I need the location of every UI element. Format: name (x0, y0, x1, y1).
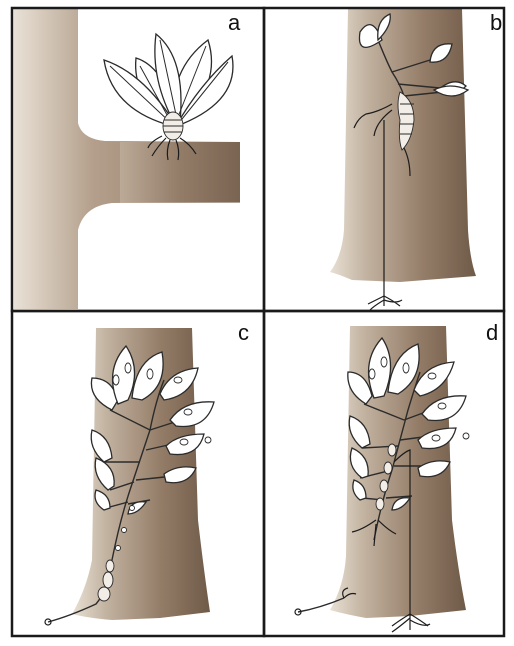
panel-label-c: c (238, 320, 249, 345)
panel-label-b: b (490, 10, 502, 35)
panel-b: b (330, 9, 502, 310)
panel-label-d: d (486, 320, 498, 345)
panel-c: c (45, 320, 249, 625)
panel-d: d (295, 320, 498, 632)
panel-label-a: a (228, 10, 241, 35)
panel-a: a (14, 9, 241, 309)
panel-a-seedling (104, 34, 233, 160)
